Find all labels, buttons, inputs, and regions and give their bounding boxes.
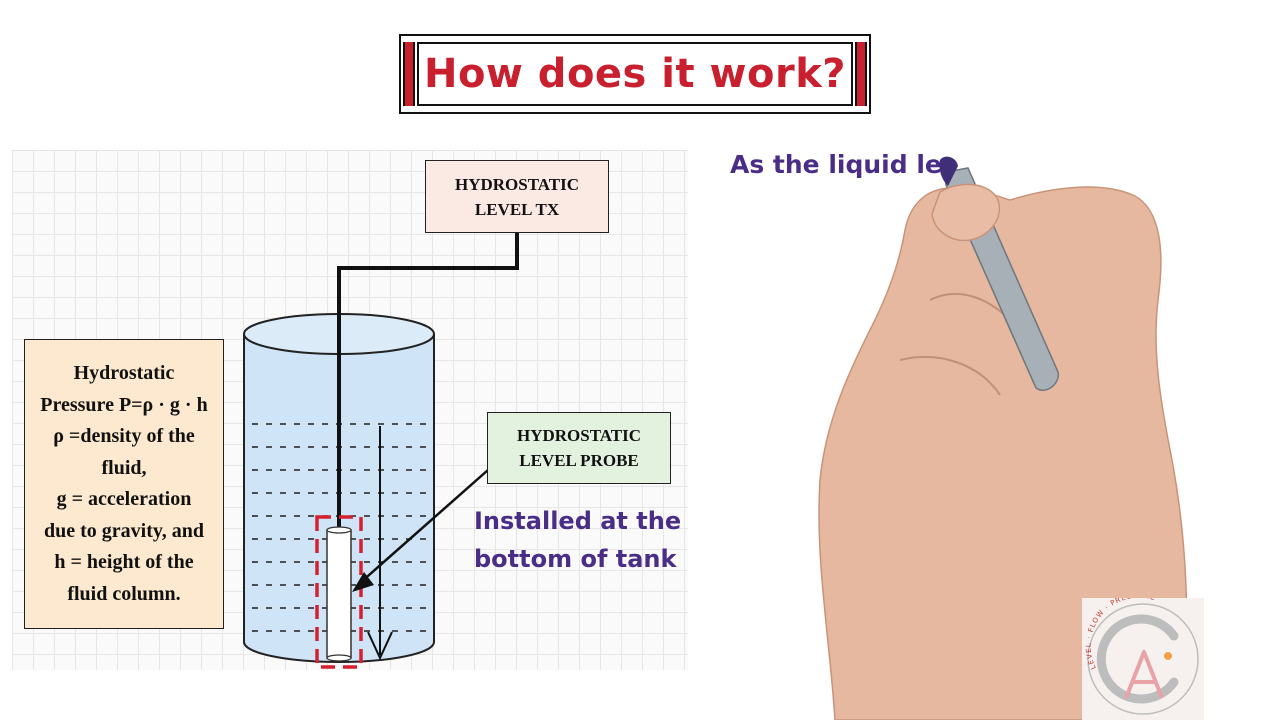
formula-line: fluid, <box>101 456 147 479</box>
probe-label-line2: LEVEL PROBE <box>519 451 639 470</box>
hand-with-marker-illustration <box>818 156 1188 720</box>
formula-line: Hydrostatic <box>73 362 175 384</box>
formula-box: Hydrostatic Pressure P=ρ · g · h ρ =dens… <box>24 339 224 629</box>
marker-tip <box>939 156 958 186</box>
hand-shape <box>818 186 1188 720</box>
formula-line: Pressure P=ρ · g · h <box>40 393 208 416</box>
thumb-shape <box>931 183 1001 242</box>
logo-a-mark <box>1124 650 1164 699</box>
logo-dot <box>1164 652 1172 660</box>
transmitter-label-line1: HYDROSTATIC <box>454 174 580 194</box>
title-banner-inner: How does it work? <box>417 42 853 106</box>
hand-crease <box>899 355 1001 396</box>
formula-line: ρ =density of the <box>53 425 195 447</box>
logo-c-mark <box>1096 614 1179 704</box>
height-arrowhead <box>367 631 393 661</box>
probe-bottom <box>326 654 352 662</box>
formula-line: fluid column. <box>67 582 181 605</box>
install-note-line1: Installed at the <box>474 507 682 535</box>
formula-line: due to gravity, and <box>43 519 205 542</box>
transmitter-label-box: HYDROSTATIC LEVEL TX <box>425 160 609 233</box>
transmitter-label-line2: LEVEL TX <box>474 199 560 219</box>
title-banner-right-accent <box>855 42 867 106</box>
probe-cable <box>337 233 519 530</box>
probe-highlight-outline <box>315 515 363 669</box>
probe-label-box: HYDROSTATIC LEVEL PROBE <box>487 412 671 484</box>
logo-outer-ring <box>1087 603 1199 715</box>
formula-line: g = acceleration <box>56 488 192 510</box>
probe-pointer-arrowhead <box>352 572 374 592</box>
page-title: How does it work? <box>423 51 847 97</box>
probe-label-line1: HYDROSTATIC <box>516 426 642 445</box>
probe-body <box>326 529 352 659</box>
probe-pointer-line <box>359 469 489 584</box>
brand-logo: LEVEL · FLOW · PRESSURE <box>1082 598 1204 720</box>
probe-top <box>326 526 352 534</box>
title-banner: How does it work? <box>399 34 871 114</box>
title-banner-left-accent <box>403 42 415 106</box>
formula-line: h = height of the <box>54 551 194 573</box>
narration-text: As the liquid le <box>730 150 942 179</box>
install-note-line2: bottom of tank <box>474 545 677 573</box>
